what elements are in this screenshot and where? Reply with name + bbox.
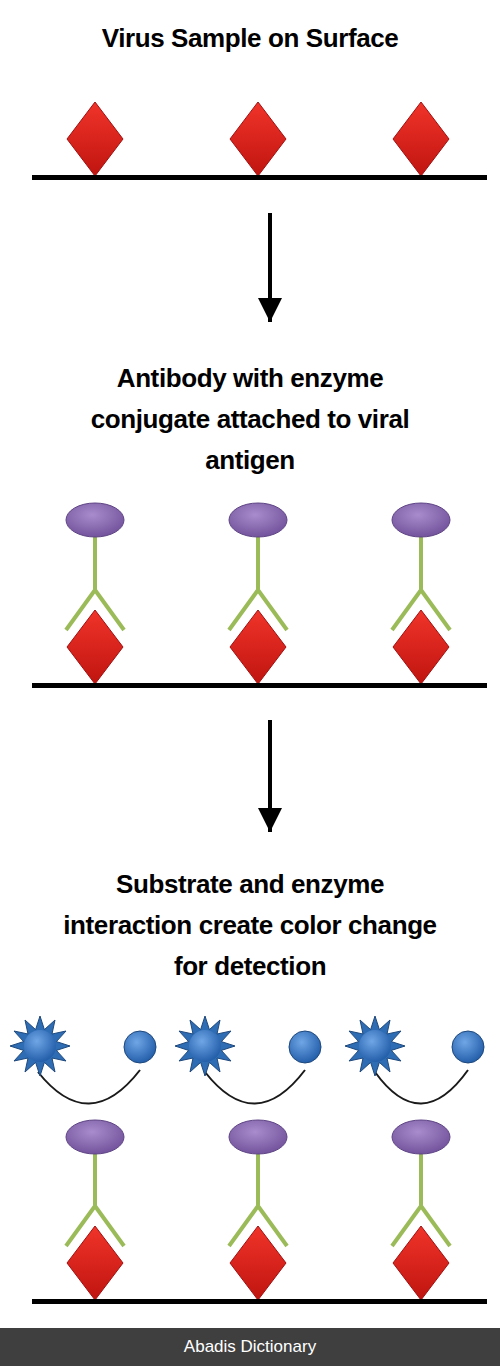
substrate-starburst (10, 1016, 70, 1076)
substrate-bracket (38, 1070, 140, 1104)
enzyme-conjugate (229, 1120, 287, 1154)
surface-line (32, 1299, 487, 1304)
flow-arrow (268, 213, 272, 322)
viral-antigen (393, 1226, 449, 1300)
substrate-core (24, 1030, 56, 1062)
viral-antigen (393, 610, 449, 684)
substrate-bracket (205, 1070, 305, 1104)
watermark-text: Abadis Dictionary (0, 1328, 500, 1366)
viral-antigen (67, 102, 123, 176)
substrate-core (359, 1030, 391, 1062)
enzyme-conjugate (66, 503, 124, 537)
enzyme-conjugate (229, 503, 287, 537)
viral-antigen (230, 102, 286, 176)
enzyme-conjugate (66, 1120, 124, 1154)
surface-line (32, 175, 487, 180)
substrate-starburst (345, 1016, 405, 1076)
diagram-panel: Antibody with enzyme conjugate attached … (20, 322, 480, 720)
substrate-starburst (175, 1016, 235, 1076)
substrate-ball (289, 1031, 321, 1063)
diagram-panel: Substrate and enzyme interaction create … (20, 832, 480, 1315)
substrate-ball (452, 1031, 484, 1063)
diagram-panel: Virus Sample on Surface (20, 10, 480, 213)
flow-arrow (268, 720, 272, 832)
surface-line (32, 683, 487, 688)
viral-antigen (393, 102, 449, 176)
panel-heading: Substrate and enzyme interaction create … (54, 864, 446, 987)
substrate-bracket (375, 1070, 468, 1104)
substrate-core (189, 1030, 221, 1062)
enzyme-conjugate (392, 1120, 450, 1154)
panel-heading: Antibody with enzyme conjugate attached … (80, 358, 420, 481)
substrate-ball (124, 1031, 156, 1063)
viral-antigen (230, 1226, 286, 1300)
viral-antigen (67, 610, 123, 684)
watermark-bar (0, 1328, 500, 1366)
panel-heading: Virus Sample on Surface (30, 18, 470, 59)
viral-antigen (230, 610, 286, 684)
viral-antigen (67, 1226, 123, 1300)
enzyme-conjugate (392, 503, 450, 537)
